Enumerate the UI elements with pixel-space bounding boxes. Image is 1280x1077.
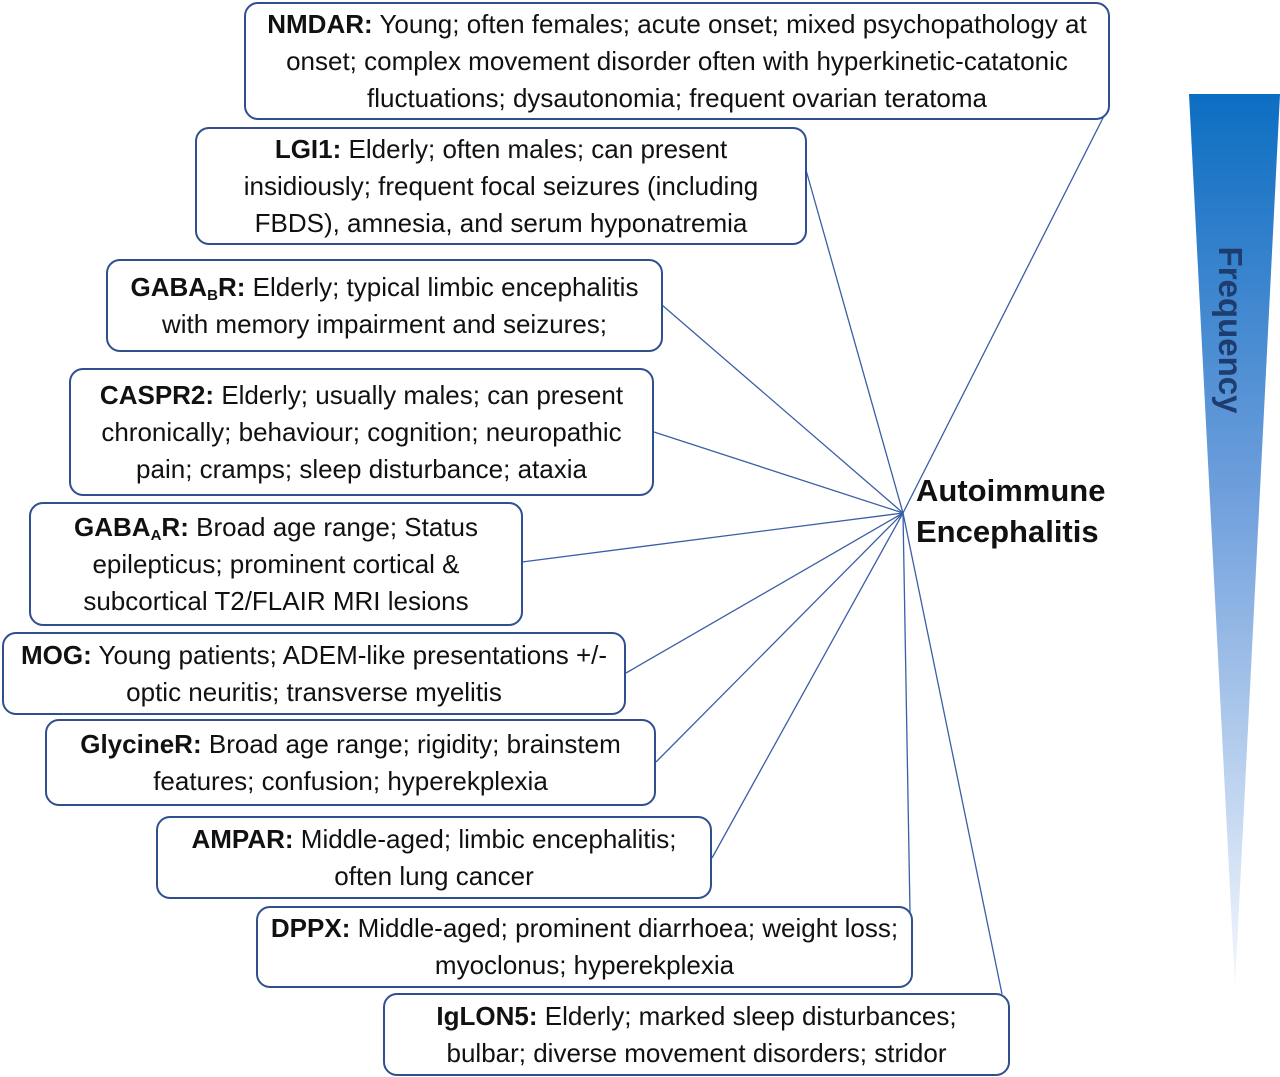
box-mog: MOG: Young patients; ADEM-like presentat… [2, 632, 626, 715]
box-lgi1-desc: Elderly; often males; can present insidi… [243, 133, 759, 238]
box-gabab: GABABR: Elderly; typical limbic encephal… [106, 259, 663, 352]
box-dppx-name: DPPX [270, 913, 342, 943]
box-iglon5-name: IgLON5 [436, 1000, 529, 1031]
box-ampar: AMPAR: Middle-aged; limbic encephalitis;… [156, 816, 712, 899]
box-lgi1-name: LGI1 [274, 133, 333, 164]
box-iglon5-desc: Elderly; marked sleep disturbances; bulb… [446, 1000, 957, 1068]
box-glycine: GlycineR: Broad age range; rigidity; bra… [45, 719, 656, 806]
connector-lgi1 [805, 169, 904, 514]
box-mog-name: MOG [20, 639, 84, 670]
center-label-line1: Autoimmune [916, 473, 1106, 508]
box-gabaa: GABAAR: Broad age range; Status epilepti… [29, 502, 523, 626]
center-label: Autoimmune Encephalitis [916, 470, 1146, 552]
box-gabaa-desc: Broad age range; Status epilepticus; pro… [83, 511, 478, 616]
connector-glycine [655, 512, 904, 763]
frequency-gradient-wedge [1189, 94, 1280, 986]
center-label-line2: Encephalitis [916, 514, 1099, 549]
connector-caspr2 [653, 431, 904, 514]
box-ampar-desc: Middle-aged; limbic encephalitis; often … [300, 823, 677, 891]
connector-mog [625, 512, 904, 674]
box-gabaa-name-suffix: R [161, 511, 181, 542]
box-iglon5: IgLON5: Elderly; marked sleep disturbanc… [383, 993, 1010, 1076]
box-caspr2: CASPR2: Elderly; usually males; can pres… [69, 368, 654, 496]
connector-gabaa [521, 512, 904, 563]
box-gabab-desc: Elderly; typical limbic encephalitis wit… [161, 271, 639, 339]
connector-ampar [711, 512, 904, 859]
box-nmdar-desc: Young; often females; acute onset; mixed… [286, 8, 1087, 113]
box-gabab-name-suffix: R [217, 271, 237, 302]
box-glycine-desc: Broad age range; rigidity; brainstem fea… [153, 728, 621, 796]
box-ampar-name: AMPAR [191, 823, 285, 854]
box-glycine-name: GlycineR [80, 728, 193, 759]
box-dppx: DPPX: Middle-aged; prominent diarrhoea; … [256, 906, 913, 988]
box-gabab-name-base: GABA [130, 271, 208, 302]
box-caspr2-desc: Elderly; usually males; can present chro… [101, 379, 624, 484]
box-gabab-name-sub: B [207, 286, 218, 304]
box-mog-desc: Young patients; ADEM-like presentations … [98, 639, 608, 707]
box-nmdar: NMDAR: Young; often females; acute onset… [244, 2, 1110, 120]
box-dppx-desc: Middle-aged; prominent diarrhoea; weight… [357, 913, 899, 980]
connector-dppx [902, 512, 911, 913]
box-caspr2-name: CASPR2 [99, 379, 206, 410]
box-gabaa-name-base: GABA [74, 511, 151, 542]
connector-iglon5 [902, 512, 1003, 995]
box-nmdar-name: NMDAR [267, 8, 365, 39]
box-lgi1: LGI1: Elderly; often males; can present … [195, 127, 807, 245]
connector-nmdar [902, 111, 1107, 514]
connector-gabab [661, 304, 904, 514]
box-gabaa-name-sub: A [150, 526, 162, 544]
